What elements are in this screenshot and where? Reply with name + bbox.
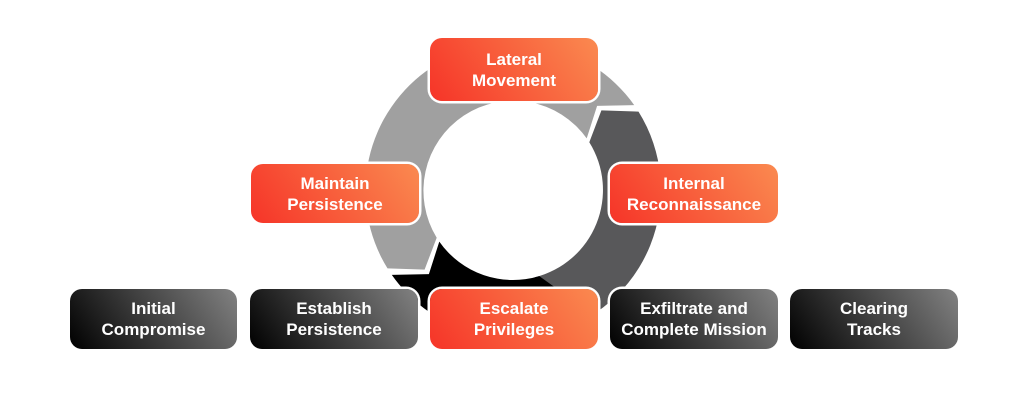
node-label-line: Exfiltrate and <box>640 299 748 318</box>
node-label-line: Privileges <box>473 320 555 339</box>
node-label-line: Establish <box>296 299 372 318</box>
node-label-line: Compromise <box>101 320 206 339</box>
node-label-line: Complete Mission <box>621 320 767 339</box>
node-label-line: Persistence <box>286 320 382 339</box>
node-label-line: Internal <box>663 173 725 193</box>
node-label-line: Lateral <box>486 49 542 69</box>
node-label-line: Persistence <box>287 194 383 214</box>
node-label-line: Escalate <box>479 299 549 318</box>
node-label-line: Tracks <box>847 320 901 339</box>
node-label-line: Initial <box>131 299 176 318</box>
node-label-line: Reconnaissance <box>626 194 762 214</box>
node-label-line: Clearing <box>839 299 909 318</box>
node-label-line: Maintain <box>300 173 370 193</box>
node-label-line: Movement <box>471 70 557 90</box>
